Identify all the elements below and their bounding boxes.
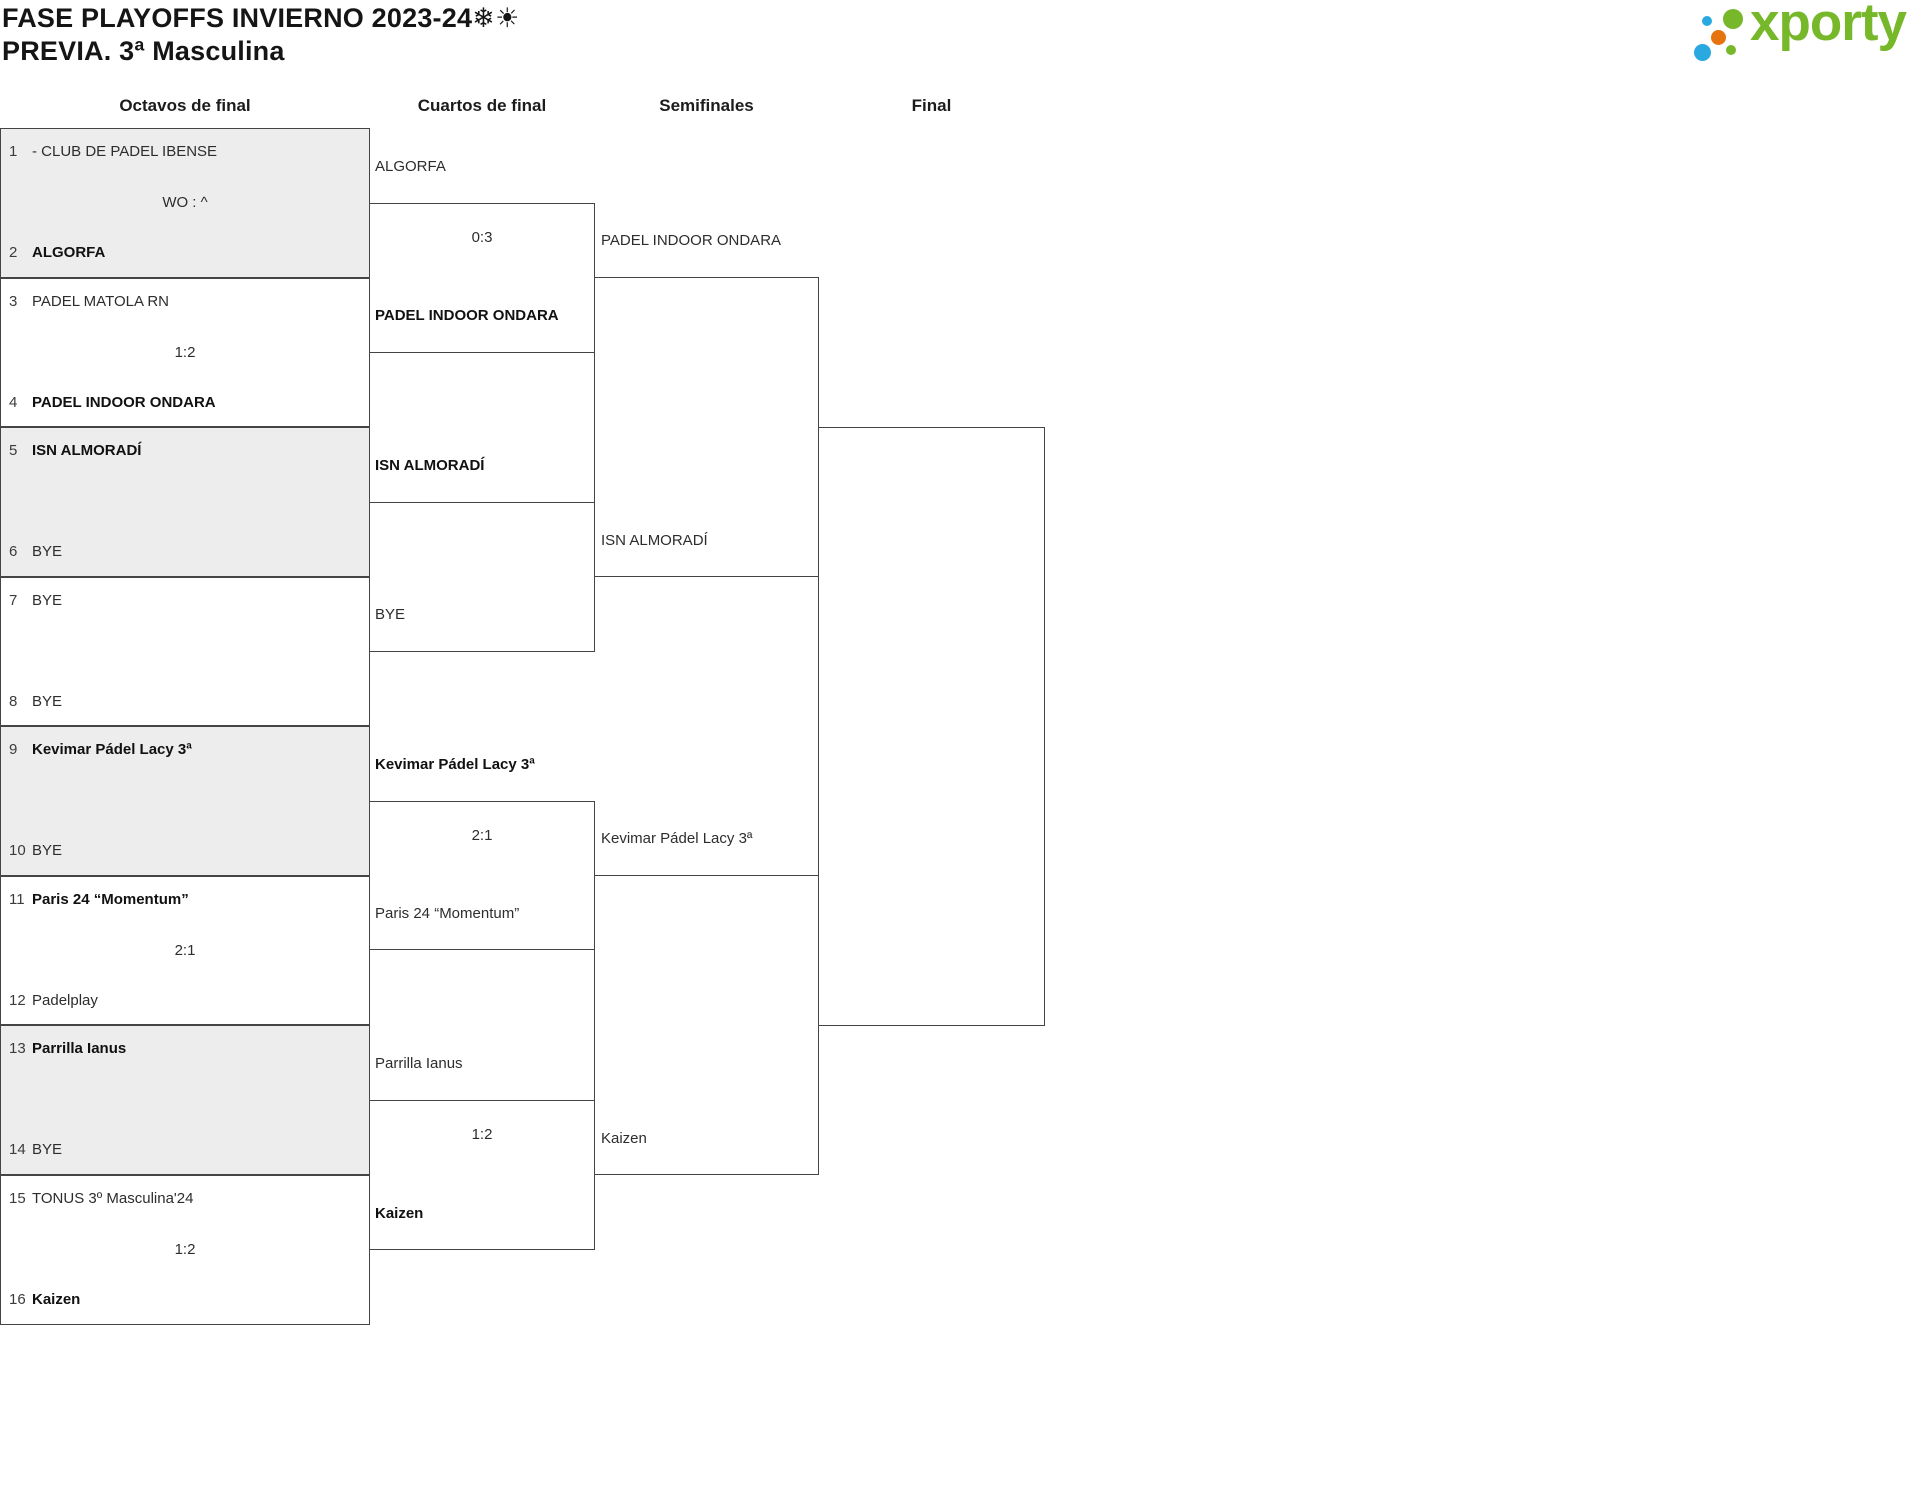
cuartos-match-4: [369, 1100, 595, 1250]
cuartos-2-top-team-label: ISN ALMORADÍ: [375, 457, 485, 474]
page-title-block: FASE PLAYOFFS INVIERNO 2023-24❄☀ PREVIA.…: [2, 2, 519, 68]
logo-dot-blue-large: [1694, 44, 1711, 61]
match-score: 1:2: [174, 344, 196, 361]
team-row: 15 TONUS 3º Masculina'24: [1, 1190, 369, 1208]
octavos-match-4: 7 BYE 8 BYE: [0, 577, 370, 726]
match-score: WO : ^: [162, 194, 208, 211]
team-row: 3 PADEL MATOLA RN: [1, 293, 369, 311]
team-row: 10 BYE: [1, 842, 369, 860]
team-seed: 5: [9, 442, 18, 459]
cuartos-4-score: 1:2: [471, 1126, 493, 1143]
team-seed: 1: [9, 143, 18, 160]
team-name: Parrilla Ianus: [32, 1040, 127, 1057]
team-seed: 7: [9, 592, 18, 609]
semifinal-1-top-team-label: PADEL INDOOR ONDARA: [601, 232, 782, 249]
team-seed: 6: [9, 543, 18, 560]
cuartos-1-score: 0:3: [471, 229, 493, 246]
team-name: - CLUB DE PADEL IBENSE: [32, 143, 218, 160]
team-name: Kaizen: [32, 1291, 81, 1308]
cuartos-1-top-team-label: ALGORFA: [375, 158, 446, 175]
team-row: 2 ALGORFA: [1, 244, 369, 262]
team-row: 13 Parrilla Ianus: [1, 1040, 369, 1058]
team-name: BYE: [32, 543, 63, 560]
octavos-match-3: 5 ISN ALMORADÍ 6 BYE: [0, 427, 370, 577]
team-row: 7 BYE: [1, 592, 369, 610]
octavos-match-2: 3 PADEL MATOLA RN 1:2 4 PADEL INDOOR OND…: [0, 278, 370, 427]
xporty-logo[interactable]: xporty: [1690, 0, 1920, 75]
logo-dot-orange: [1711, 30, 1726, 45]
team-name: PADEL MATOLA RN: [32, 293, 169, 310]
team-row: 12 Padelplay: [1, 992, 369, 1010]
octavos-match-8: 15 TONUS 3º Masculina'24 1:2 16 Kaizen: [0, 1175, 370, 1325]
category-subtitle: PREVIA. 3ª Masculina: [2, 36, 285, 66]
team-name: BYE: [32, 693, 63, 710]
octavos-match-7: 13 Parrilla Ianus 14 BYE: [0, 1025, 370, 1175]
round-header-octavos: Octavos de final: [119, 96, 251, 115]
team-name: BYE: [32, 592, 63, 609]
team-name: Paris 24 “Momentum”: [32, 891, 189, 908]
octavos-match-6: 11 Paris 24 “Momentum” 2:1 12 Padelplay: [0, 876, 370, 1025]
cuartos-match-2: [369, 502, 595, 652]
team-name: ALGORFA: [32, 244, 106, 261]
team-seed: 4: [9, 394, 18, 411]
team-seed: 14: [9, 1141, 26, 1158]
team-row: 8 BYE: [1, 693, 369, 711]
round-header-final: Final: [911, 96, 952, 115]
cuartos-3-top-team-label: Kevimar Pádel Lacy 3ª: [375, 756, 535, 773]
cuartos-3-bottom-team-label: Paris 24 “Momentum”: [375, 905, 520, 922]
team-name: Kevimar Pádel Lacy 3ª: [32, 741, 192, 758]
team-name: TONUS 3º Masculina'24: [32, 1190, 194, 1207]
team-name: Padelplay: [32, 992, 98, 1009]
tournament-title: FASE PLAYOFFS INVIERNO 2023-24❄☀: [2, 3, 520, 33]
team-seed: 11: [9, 891, 25, 908]
match-score: 2:1: [174, 942, 196, 959]
round-header-cuartos: Cuartos de final: [417, 96, 547, 115]
team-row: 6 BYE: [1, 543, 369, 561]
team-row: 9 Kevimar Pádel Lacy 3ª: [1, 741, 369, 759]
team-seed: 8: [9, 693, 18, 710]
team-name: ISN ALMORADÍ: [32, 442, 142, 459]
cuartos-3-score: 2:1: [471, 827, 493, 844]
match-score: 1:2: [174, 1241, 196, 1258]
team-seed: 15: [9, 1190, 26, 1207]
team-row: 4 PADEL INDOOR ONDARA: [1, 394, 369, 412]
cuartos-1-bottom-team-label: PADEL INDOOR ONDARA: [375, 307, 559, 324]
round-header-semifinales: Semifinales: [659, 96, 754, 115]
semifinal-2-top-team-label: Kevimar Pádel Lacy 3ª: [601, 830, 753, 847]
team-seed: 16: [9, 1291, 26, 1308]
team-row: 14 BYE: [1, 1141, 369, 1159]
team-name: BYE: [32, 842, 63, 859]
logo-wordmark: xporty: [1750, 0, 1907, 52]
octavos-match-1: 1 - CLUB DE PADEL IBENSE WO : ^ 2 ALGORF…: [0, 128, 370, 278]
team-seed: 9: [9, 741, 18, 758]
logo-dot-green-small: [1726, 45, 1736, 55]
team-seed: 12: [9, 992, 26, 1009]
team-seed: 3: [9, 293, 18, 310]
team-seed: 13: [9, 1040, 26, 1057]
octavos-match-5: 9 Kevimar Pádel Lacy 3ª 10 BYE: [0, 726, 370, 876]
team-seed: 10: [9, 842, 26, 859]
team-row: 11 Paris 24 “Momentum”: [1, 891, 369, 909]
cuartos-2-bottom-team-label: BYE: [375, 606, 406, 623]
cuartos-match-1: [369, 203, 595, 353]
team-name: BYE: [32, 1141, 63, 1158]
team-seed: 2: [9, 244, 18, 261]
cuartos-4-top-team-label: Parrilla Ianus: [375, 1055, 463, 1072]
team-row: 1 - CLUB DE PADEL IBENSE: [1, 143, 369, 161]
team-row: 16 Kaizen: [1, 1291, 369, 1309]
semifinal-1-bottom-team-label: ISN ALMORADÍ: [601, 532, 708, 549]
team-name: PADEL INDOOR ONDARA: [32, 394, 216, 411]
semifinal-2-bottom-team-label: Kaizen: [601, 1130, 647, 1147]
logo-dot-blue-small: [1702, 16, 1712, 26]
cuartos-4-bottom-team-label: Kaizen: [375, 1205, 424, 1222]
cuartos-match-3: [369, 801, 595, 950]
logo-dot-green-large: [1723, 9, 1743, 29]
team-row: 5 ISN ALMORADÍ: [1, 442, 369, 460]
final-match: [818, 427, 1045, 1026]
